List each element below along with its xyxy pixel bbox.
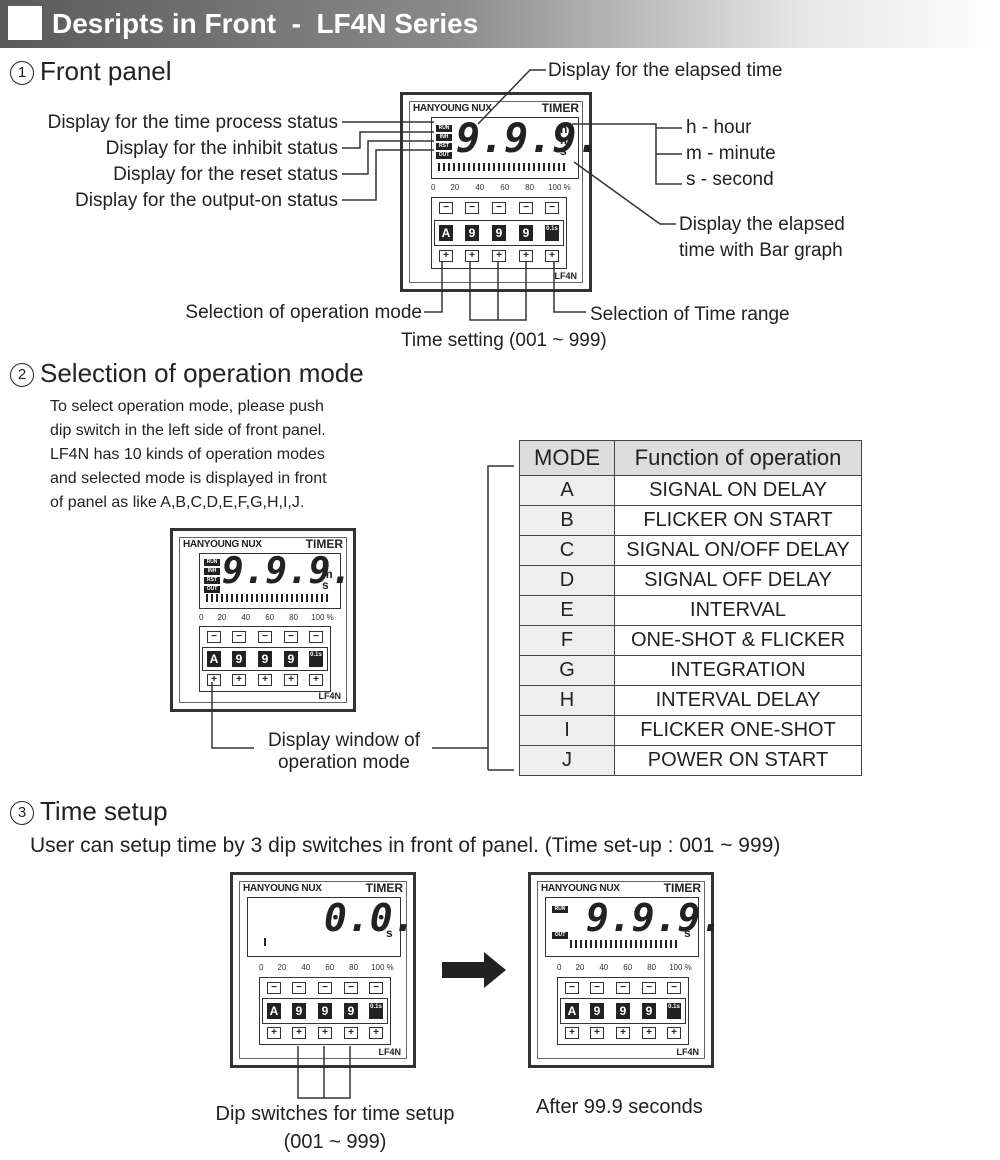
minus-button-4[interactable]: − <box>519 202 533 214</box>
plus-button[interactable]: + <box>258 674 272 686</box>
plus-button[interactable]: + <box>207 674 221 686</box>
minus-button[interactable]: − <box>565 982 579 994</box>
label-after-seconds: After 99.9 seconds <box>536 1096 703 1118</box>
minus-button[interactable]: − <box>344 982 358 994</box>
label-time-range: Selection of Time range <box>590 304 790 325</box>
minus-button[interactable]: − <box>292 982 306 994</box>
label-inhibit-status: Display for the inhibit status <box>105 138 338 159</box>
plus-button[interactable]: + <box>284 674 298 686</box>
label-process-status: Display for the time process status <box>47 112 338 133</box>
plus-button[interactable]: + <box>667 1027 681 1039</box>
label-bar-graph-1: Display the elapsed <box>679 214 845 235</box>
plus-button[interactable]: + <box>369 1027 383 1039</box>
minus-button[interactable]: − <box>267 982 281 994</box>
table-header-function: Function of operation <box>614 440 862 476</box>
label-operation-mode: Selection of operation mode <box>185 302 422 323</box>
plus-button-3[interactable]: + <box>492 250 506 262</box>
minus-button-1[interactable]: − <box>439 202 453 214</box>
table-header-mode: MODE <box>519 440 615 476</box>
label-second: s - second <box>686 169 774 190</box>
timer-device-front: HANYOUNG NUX TIMER RUN INH RST OUT 9.9.9… <box>400 92 601 292</box>
label-reset-status: Display for the reset status <box>113 164 338 185</box>
plus-button[interactable]: + <box>616 1027 630 1039</box>
plus-button-4[interactable]: + <box>519 250 533 262</box>
label-elapsed-time: Display for the elapsed time <box>548 60 783 81</box>
minus-button[interactable]: − <box>309 631 323 643</box>
leader-lines-front <box>342 69 682 321</box>
plus-button[interactable]: + <box>642 1027 656 1039</box>
minus-button[interactable]: − <box>232 631 246 643</box>
label-dip-switches: Dip switches for time setup (001 ~ 999) <box>215 1103 455 1153</box>
plus-button[interactable]: + <box>232 674 246 686</box>
plus-button[interactable]: + <box>309 674 323 686</box>
plus-button[interactable]: + <box>565 1027 579 1039</box>
plus-button[interactable]: + <box>318 1027 332 1039</box>
arrow-right-icon <box>442 952 506 988</box>
label-bar-graph-2: time with Bar graph <box>679 240 843 261</box>
minus-button[interactable]: − <box>258 631 272 643</box>
minus-button-5[interactable]: − <box>545 202 559 214</box>
minus-button-3[interactable]: − <box>492 202 506 214</box>
minus-button[interactable]: − <box>284 631 298 643</box>
plus-button[interactable]: + <box>344 1027 358 1039</box>
minus-button[interactable]: − <box>642 982 656 994</box>
label-minute: m - minute <box>686 143 776 164</box>
leader-lines-dip <box>297 1046 351 1099</box>
page-title: Desripts in Front - LF4N Series <box>52 8 479 39</box>
plus-button-5[interactable]: + <box>545 250 559 262</box>
minus-button[interactable]: − <box>667 982 681 994</box>
operation-mode-description: To select operation mode, please push di… <box>50 398 327 511</box>
header-square-icon <box>8 6 42 40</box>
label-hour: h - hour <box>686 117 752 138</box>
minus-button[interactable]: − <box>207 631 221 643</box>
timer-device-mode: HANYOUNG NUX TIMER RUN INH RST OUT 9.9.9… <box>170 528 356 712</box>
plus-button[interactable]: + <box>292 1027 306 1039</box>
plus-button-1[interactable]: + <box>439 250 453 262</box>
label-time-setting: Time setting (001 ~ 999) <box>401 330 607 351</box>
dip-switch-panel: − − − − − A 9 9 9 0.1s + + + + + <box>431 197 567 269</box>
plus-button[interactable]: + <box>267 1027 281 1039</box>
minus-button[interactable]: − <box>616 982 630 994</box>
page-header: Desripts in Front - LF4N Series <box>0 0 1000 48</box>
minus-button[interactable]: − <box>318 982 332 994</box>
plus-button[interactable]: + <box>590 1027 604 1039</box>
plus-button-2[interactable]: + <box>465 250 479 262</box>
time-setup-description: User can setup time by 3 dip switches in… <box>30 834 781 857</box>
minus-button[interactable]: − <box>590 982 604 994</box>
minus-button[interactable]: − <box>369 982 383 994</box>
leader-lines-mode <box>211 465 514 771</box>
minus-button-2[interactable]: − <box>465 202 479 214</box>
label-display-window: Display window of operation mode <box>267 730 421 773</box>
label-output-status: Display for the output-on status <box>75 190 338 211</box>
